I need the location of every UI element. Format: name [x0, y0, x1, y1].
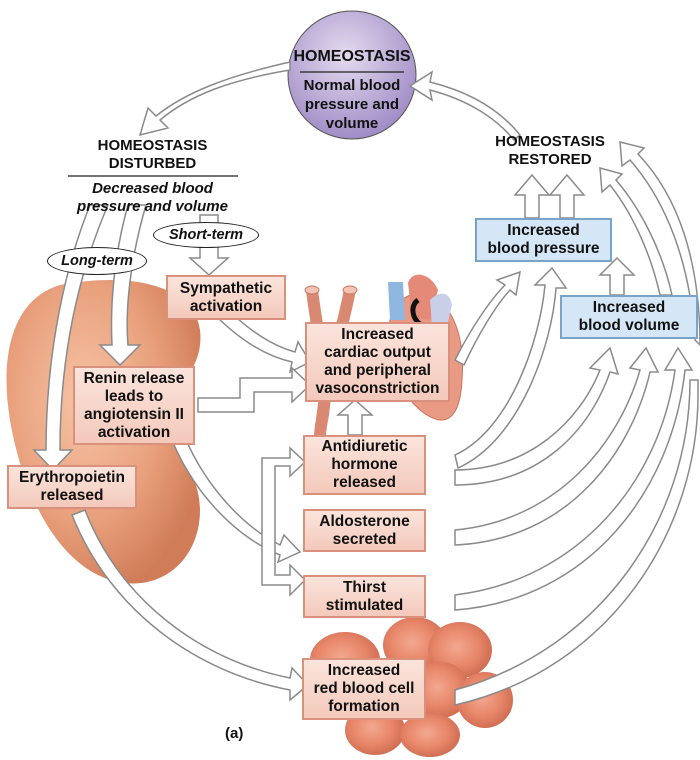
long-term-label: Long-term	[47, 247, 147, 275]
arrow-cardiac-to-bp	[454, 270, 521, 367]
box-line: released	[333, 474, 396, 491]
box-line: and peripheral	[324, 362, 431, 379]
disturbed-title-line: DISTURBED	[108, 155, 197, 172]
arrow-homeostasis-to-disturbed	[138, 61, 291, 137]
box-line: activation	[97, 423, 171, 441]
box-line: hormone	[331, 456, 398, 473]
box-line: cardiac output	[324, 344, 431, 361]
panel-label: (a)	[225, 725, 244, 742]
arrow-outer-arc	[619, 141, 700, 347]
homeostasis-subtitle: Normal blood pressure and volume	[292, 76, 412, 133]
box-line: released	[40, 487, 104, 504]
homeostasis-disturbed-title: HOMEOSTASIS DISTURBED	[60, 137, 245, 173]
box-line: Aldosterone	[319, 512, 410, 530]
box-renin-release: Renin release leads to angiotensin II ac…	[73, 366, 195, 445]
box-line: Renin release	[83, 369, 185, 387]
arrow-thirst-to-bv	[454, 346, 694, 611]
arrow-adh-to-bv	[454, 346, 620, 486]
arrow-erythropoietin-to-rbc	[71, 509, 310, 702]
homeostasis-subtitle-line: volume	[325, 115, 379, 132]
homeostasis-subtitle-line: Normal blood	[303, 77, 401, 94]
box-line: Increased	[592, 299, 666, 316]
homeostasis-disturbed-subtitle: Decreased blood pressure and volume	[55, 180, 250, 216]
arrow-bv-to-bp	[598, 256, 636, 296]
arrow-bp-to-restored-2	[548, 173, 586, 219]
box-line: Thirst	[342, 578, 387, 596]
short-term-label: Short-term	[153, 222, 259, 248]
arrow-adh-to-bp	[454, 266, 568, 470]
box-red-blood-cell-formation: Increased red blood cell formation	[302, 658, 426, 720]
box-line: vasoconstriction	[315, 380, 440, 397]
restored-title-line: RESTORED	[508, 151, 592, 168]
restored-title-line: HOMEOSTASIS	[495, 133, 605, 150]
box-line: formation	[328, 698, 400, 715]
homeostasis-circle	[287, 10, 417, 140]
box-line: Increased	[327, 662, 401, 679]
homeostasis-subtitle-line: pressure and	[304, 96, 400, 113]
box-line: blood volume	[578, 317, 680, 334]
box-antidiuretic-hormone: Antidiuretic hormone released	[303, 435, 426, 495]
arrow-rbc-to-bv	[454, 379, 699, 706]
arrow-sympathetic-to-cardiac	[213, 311, 312, 374]
box-line: stimulated	[325, 596, 404, 614]
box-line: Increased	[507, 222, 580, 239]
box-line: activation	[189, 297, 263, 315]
arrow-bp-to-restored-1	[513, 173, 551, 219]
box-line: secreted	[332, 530, 397, 548]
box-line: Erythropoietin	[19, 469, 125, 486]
arrow-renin-to-cardiac	[197, 366, 312, 413]
arrow-adh-to-cardiac	[336, 398, 374, 436]
box-cardiac-output: Increased cardiac output and peripheral …	[305, 322, 450, 402]
box-line: red blood cell	[313, 680, 415, 697]
disturbed-subtitle-line: Decreased blood	[92, 180, 213, 197]
arrow-aldosterone-to-bv	[454, 346, 660, 546]
box-line: leads to	[104, 387, 164, 405]
box-line: Antidiuretic	[321, 438, 408, 455]
box-line: blood pressure	[487, 240, 600, 257]
box-line: angiotensin II	[84, 405, 184, 423]
disturbed-title-line: HOMEOSTASIS	[97, 137, 208, 154]
flow-arrows	[32, 61, 700, 706]
homeostasis-title: HOMEOSTASIS	[293, 48, 411, 65]
arrow-branch-hormones	[261, 446, 307, 597]
arrow-restored-to-homeostasis	[408, 70, 522, 142]
box-line: Increased	[341, 326, 414, 343]
arrow-bv-to-restored	[599, 166, 673, 296]
homeostasis-restored-title: HOMEOSTASIS RESTORED	[475, 133, 625, 169]
disturbed-subtitle-line: pressure and volume	[77, 198, 228, 215]
box-line: Sympathetic	[179, 279, 273, 297]
